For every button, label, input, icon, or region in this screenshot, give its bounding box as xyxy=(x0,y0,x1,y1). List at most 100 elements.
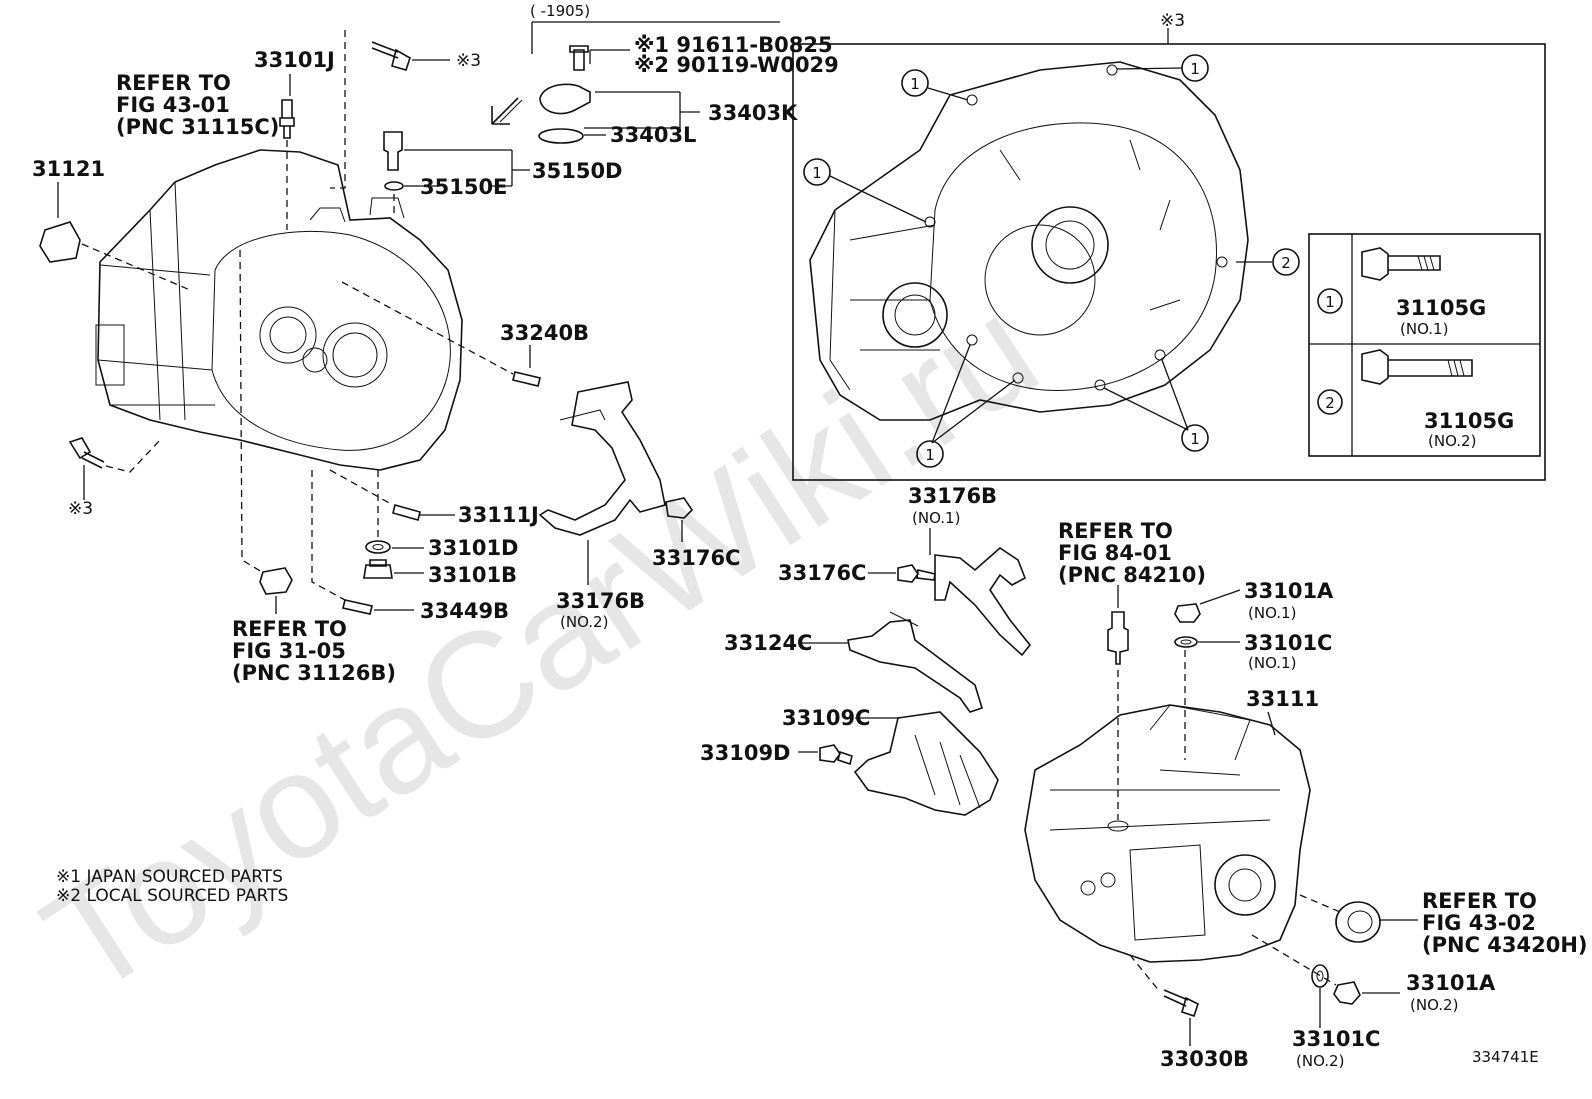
ref-84-01-line2: FIG 84-01 xyxy=(1058,541,1172,565)
bolt-table xyxy=(1308,233,1541,457)
ref-43-01-line1: REFER TO xyxy=(116,71,231,95)
label-33176B-no1-sub: (NO.1) xyxy=(912,509,960,527)
plate-33124C xyxy=(800,611,983,713)
ref-43-02-line1: REFER TO xyxy=(1422,889,1537,913)
label-33176B-no1: 33176B xyxy=(908,484,997,508)
label-33176B-no2-sub: (NO.2) xyxy=(560,613,608,631)
bracket-33176B-no1 xyxy=(929,528,1032,657)
cover-33109C xyxy=(853,711,999,816)
svg-text:1: 1 xyxy=(812,164,822,182)
label-91611-B0825: ※1 91611-B0825 xyxy=(634,33,833,57)
ref-31-05-line2: FIG 31-05 xyxy=(232,639,346,663)
mark3-label-left: ※3 xyxy=(68,499,93,519)
label-33101A-no2: 33101A xyxy=(1406,971,1496,995)
note-local-sourced: ※2 LOCAL SOURCED PARTS xyxy=(56,886,288,906)
label-33111J: 33111J xyxy=(458,503,539,527)
washer-33101D xyxy=(365,540,424,554)
ref-84-01-line3: (PNC 84210) xyxy=(1058,563,1206,587)
callout-1-c: 1 xyxy=(803,158,831,186)
plug-31126B xyxy=(239,249,293,614)
label-33101A-no1: 33101A xyxy=(1244,579,1334,603)
label-33101C-no2: 33101C xyxy=(1292,1027,1380,1051)
transmission-case-33111 xyxy=(1024,650,1311,963)
ref-43-01-line2: FIG 43-01 xyxy=(116,93,230,117)
label-33101C-no2-sub: (NO.2) xyxy=(1296,1052,1344,1070)
mark3-inset-label: ※3 xyxy=(1160,11,1185,31)
label-35150E: 35150E xyxy=(420,175,507,199)
plug-31121 xyxy=(39,182,191,291)
bolt-table-no-2: 2 xyxy=(1325,394,1335,412)
bolt-table-sub-1: (NO.1) xyxy=(1400,320,1448,338)
pin-33111J xyxy=(329,469,455,521)
washer-33101C-no1 xyxy=(1174,636,1240,648)
plug-33101B xyxy=(363,470,424,579)
pin-33240B xyxy=(341,281,541,387)
svg-text:2: 2 xyxy=(1281,254,1291,272)
bolt-top-mark3 xyxy=(330,30,450,189)
svg-text:1: 1 xyxy=(1190,430,1200,448)
ref-31-05-line1: REFER TO xyxy=(232,617,347,641)
label-33109C: 33109C xyxy=(782,706,870,730)
bolt-33101J xyxy=(279,74,295,230)
callout-1-b: 1 xyxy=(1181,54,1209,82)
bracket-33176B-no2 xyxy=(538,381,694,585)
note-japan-sourced: ※1 JAPAN SOURCED PARTS xyxy=(56,867,283,887)
label-33176C-right: 33176C xyxy=(652,546,740,570)
washer-33101C-no2 xyxy=(1311,964,1329,1028)
bolt-33109D xyxy=(798,744,853,766)
label-33449B: 33449B xyxy=(420,599,509,623)
label-33240B: 33240B xyxy=(500,321,589,345)
label-33111: 33111 xyxy=(1246,687,1319,711)
bolt-table-part-1: 31105G xyxy=(1396,296,1486,320)
oil-seal-43420H xyxy=(1299,894,1418,943)
svg-text:1: 1 xyxy=(925,446,935,464)
diagram-id: 334741E xyxy=(1472,1048,1539,1066)
label-33176B-no2: 33176B xyxy=(556,589,645,613)
bolt-33030B xyxy=(1129,954,1199,1046)
label-33101C-no1-sub: (NO.1) xyxy=(1248,654,1296,672)
label-33101B: 33101B xyxy=(428,563,517,587)
date-range-note: ( -1905) xyxy=(530,2,590,20)
callout-1-e: 1 xyxy=(1181,424,1209,452)
label-33101A-no2-sub: (NO.2) xyxy=(1410,996,1458,1014)
label-33403L: 33403L xyxy=(610,123,696,147)
label-33101J: 33101J xyxy=(254,48,335,72)
bolt-left-mark3 xyxy=(68,437,161,500)
label-35150D: 35150D xyxy=(532,159,623,183)
magnet-33449B xyxy=(311,470,414,615)
bolt-table-no-1: 1 xyxy=(1325,293,1335,311)
ref-43-02-line3: (PNC 43420H) xyxy=(1422,933,1588,957)
label-33101D: 33101D xyxy=(428,536,519,560)
plug-33101A-no1 xyxy=(1174,589,1241,623)
label-33101A-no1-sub: (NO.1) xyxy=(1248,604,1296,622)
ref-31-05-line3: (PNC 31126B) xyxy=(232,661,396,685)
ref-84-01-line1: REFER TO xyxy=(1058,519,1173,543)
label-90119-W0029: ※2 90119-W0029 xyxy=(634,53,839,77)
transaxle-housing xyxy=(95,149,463,471)
label-33403K: 33403K xyxy=(708,101,798,125)
mark3-label-top: ※3 xyxy=(456,51,481,71)
ref-43-02-line2: FIG 43-02 xyxy=(1422,911,1536,935)
callout-2-a: 2 xyxy=(1272,248,1300,276)
svg-text:1: 1 xyxy=(1190,60,1200,78)
sensor-35150D xyxy=(383,131,530,215)
sensor-assy-33403K xyxy=(491,21,780,144)
bolt-33176C-mid xyxy=(868,564,936,583)
svg-text:1: 1 xyxy=(910,75,920,93)
label-33176C-mid: 33176C xyxy=(778,561,866,585)
bolt-table-part-2: 31105G xyxy=(1424,409,1514,433)
inset-box-mark3: 1 1 1 2 1 1 xyxy=(792,28,1546,481)
label-33101C-no1: 33101C xyxy=(1244,631,1332,655)
plug-33101A-no2 xyxy=(1251,934,1400,1005)
callout-1-d: 1 xyxy=(916,440,944,468)
label-33109D: 33109D xyxy=(700,741,791,765)
label-33124C: 33124C xyxy=(724,631,812,655)
ref-43-01-line3: (PNC 31115C) xyxy=(116,115,279,139)
switch-84210 xyxy=(1107,585,1129,665)
callout-1-a: 1 xyxy=(901,69,929,97)
label-31121: 31121 xyxy=(32,157,105,181)
label-33030B: 33030B xyxy=(1160,1047,1249,1071)
bolt-table-sub-2: (NO.2) xyxy=(1428,432,1476,450)
